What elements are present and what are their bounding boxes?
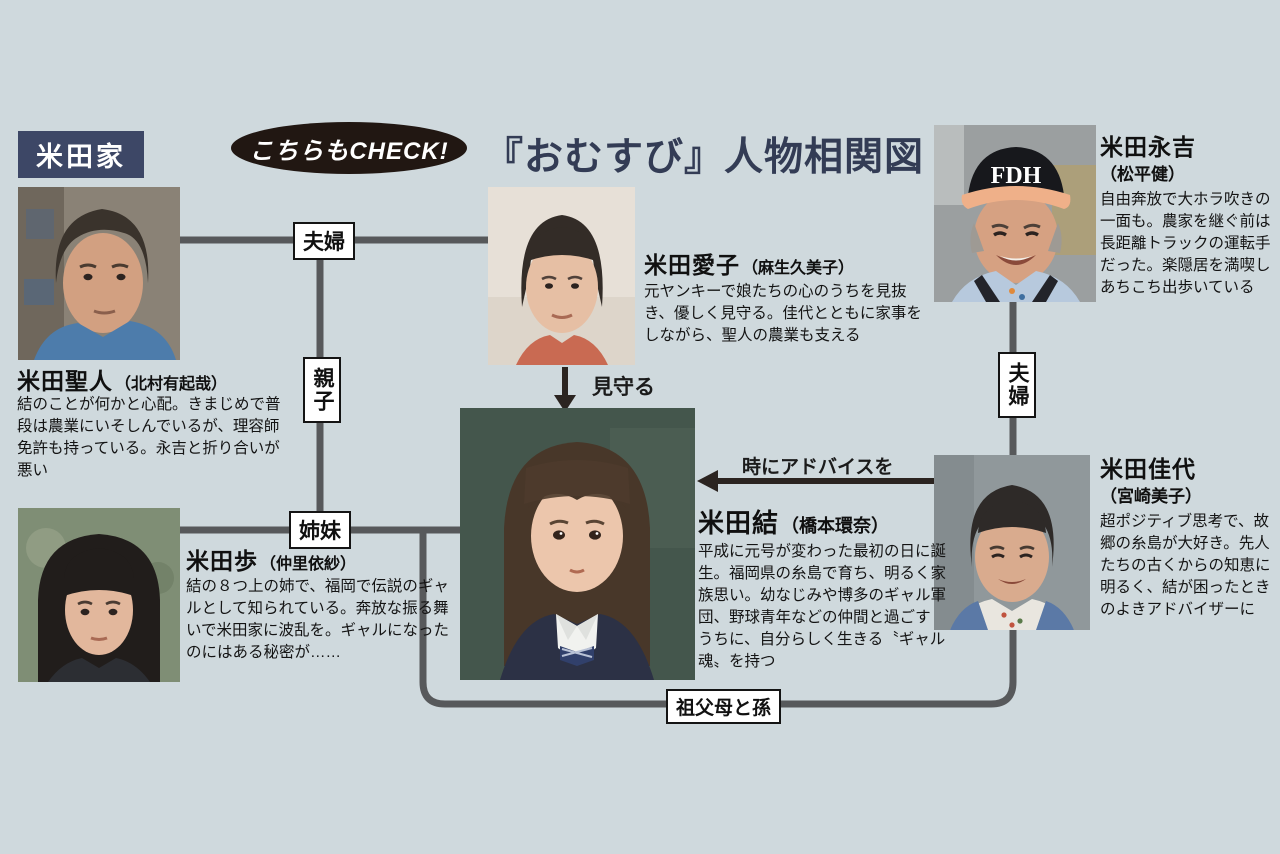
person-name-aiko: 米田愛子（麻生久美子） — [644, 252, 855, 278]
person-actor-kayo: （宮崎美子） — [1100, 487, 1202, 506]
relation-sisters: 姉妹 — [289, 511, 351, 549]
person-desc-seito: 結のことが何かと心配。きまじめで普段は農業にいそしんでいるが、理容師免許も持って… — [17, 396, 281, 479]
person-name-yui: 米田結（橋本環奈） — [698, 508, 890, 538]
label-advice: 時にアドバイスを — [742, 457, 894, 478]
person-name-eikichi: 米田永吉 — [1100, 134, 1196, 160]
photo-kayo — [934, 455, 1090, 630]
photo-yui — [460, 408, 695, 680]
relation-parent-child: 親子 — [303, 357, 341, 423]
photo-aiko — [488, 187, 635, 365]
relation-couple-right: 夫婦 — [998, 352, 1036, 418]
person-name-seito: 米田聖人（北村有起哉） — [17, 368, 228, 394]
check-badge[interactable]: こちらもCHECK! — [231, 122, 467, 174]
relation-couple-top: 夫婦 — [293, 222, 355, 260]
person-name-kayo: 米田佳代 — [1100, 456, 1196, 482]
person-desc-kayo: 超ポジティブ思考で、故郷の糸島が大好き。先人たちの古くからの知恵に明るく、結が困… — [1100, 513, 1271, 618]
cap-logo-text: FDH — [991, 163, 1042, 189]
arrow-advice-head — [697, 470, 718, 492]
page-title: 『おむすび』人物相関図 — [484, 136, 925, 179]
family-group-tag: 米田家 — [18, 131, 144, 178]
person-name-ayumu: 米田歩（仲里依紗） — [186, 548, 357, 574]
photo-seito — [18, 187, 180, 360]
photo-eikichi: FDH — [934, 125, 1096, 302]
relation-grandparents: 祖父母と孫 — [666, 689, 782, 724]
person-desc-eikichi: 自由奔放で大ホラ吹きの一面も。農家を継ぐ前は長距離トラックの運転手だった。楽隠居… — [1100, 191, 1271, 296]
label-watch-over: 見守る — [592, 376, 655, 399]
person-desc-aiko: 元ヤンキーで娘たちの心のうちを見抜き、優しく見守る。佳代とともに家事をしながら、… — [644, 283, 922, 344]
person-desc-yui: 平成に元号が変わった最初の日に誕生。福岡県の糸島で育ち、明るく家族思い。幼なじみ… — [698, 543, 947, 670]
person-actor-eikichi: （松平健） — [1100, 165, 1185, 184]
photo-ayumu — [18, 508, 180, 682]
arrow-watch-over-head — [554, 395, 576, 412]
person-desc-ayumu: 結の８つ上の姉で、福岡で伝説のギャルとして知られている。奔放な振る舞いで米田家に… — [186, 578, 450, 661]
